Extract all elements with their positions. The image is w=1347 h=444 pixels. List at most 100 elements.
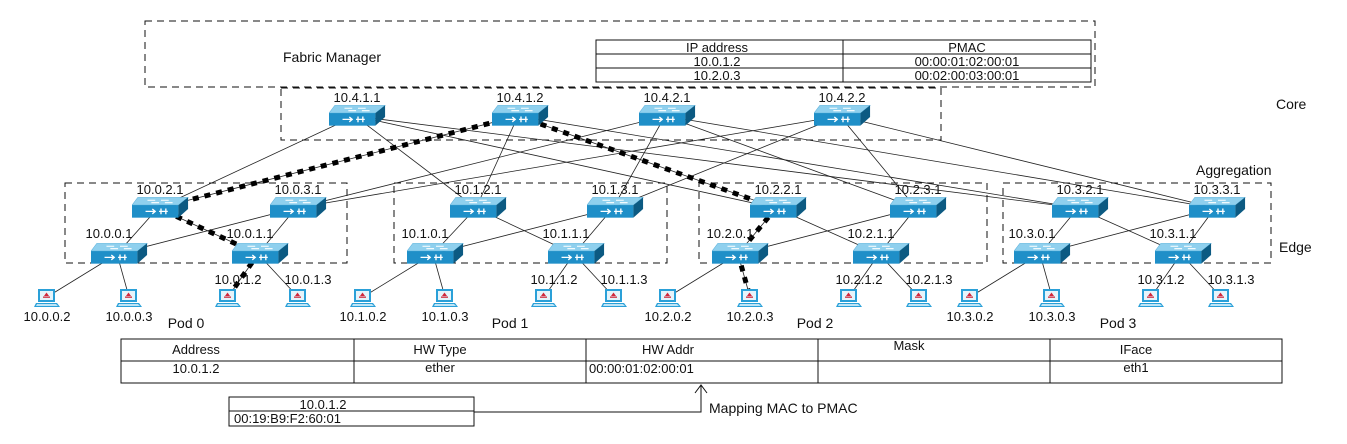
host-label: 10.1.0.2	[340, 309, 387, 324]
arp-cell: ether	[425, 360, 455, 375]
aggregation-switch-label: 10.2.3.1	[895, 182, 942, 197]
pod-2-box	[698, 182, 988, 264]
host-label: 10.3.0.2	[947, 309, 994, 324]
fabric-manager-title: Fabric Manager	[283, 49, 381, 65]
aggregation-switch-label: 10.3.2.1	[1057, 182, 1104, 197]
host-icon	[285, 289, 311, 307]
aggregation-switch-label: 10.1.2.1	[455, 182, 502, 197]
host-entry-mac: 00:19:B9:F2:60:01	[234, 411, 341, 426]
link-10.4.2.1-10.3.3.1	[664, 115, 1216, 209]
layer-label-core: Core	[1276, 96, 1307, 112]
aggregation-switch-label: 10.2.2.1	[755, 182, 802, 197]
fabric-manager-box	[144, 20, 1096, 88]
host-label: 10.3.1.3	[1208, 272, 1255, 287]
pmac-cell: 10.0.1.2	[694, 54, 741, 69]
host-entry-box: 10.0.1.2 00:19:B9:F2:60:01	[228, 396, 475, 427]
arp-table: Address HW Type HW Addr Mask IFace 10.0.…	[120, 338, 1283, 384]
core-switch-label: 10.4.2.1	[644, 90, 691, 105]
aggregation-switch-icon	[750, 197, 807, 219]
host-label: 10.0.1.2	[215, 272, 262, 287]
core-switch-icon	[639, 105, 696, 127]
pod-label: Pod 1	[492, 315, 529, 331]
host-icon	[116, 289, 142, 307]
host-label: 10.1.1.3	[601, 272, 648, 287]
link-10.4.2.1-10.2.3.1	[664, 115, 917, 209]
edge-switch-icon	[712, 243, 769, 265]
core-switch-icon	[329, 105, 386, 127]
host-label: 10.1.1.2	[531, 272, 578, 287]
arp-cell: 10.0.1.2	[173, 361, 220, 376]
edge-switch-label: 10.1.0.1	[402, 226, 449, 241]
link-10.4.2.1-10.0.3.1	[295, 115, 666, 209]
link-10.4.1.1-10.2.2.1	[354, 115, 777, 209]
edge-switch-label: 10.0.1.1	[227, 226, 274, 241]
arp-cell: eth1	[1123, 360, 1148, 375]
arp-header-mask: Mask	[893, 338, 925, 353]
host-icon	[836, 289, 862, 307]
link-10.4.2.2-10.1.3.1	[612, 115, 841, 209]
host-icon	[215, 289, 241, 307]
edge-switch-icon	[548, 243, 605, 265]
edge-switch-icon	[1155, 243, 1212, 265]
core-switch-label: 10.4.2.2	[819, 90, 866, 105]
link-10.4.1.2-10.3.2.1	[517, 115, 1079, 209]
aggregation-switch-label: 10.3.3.1	[1194, 182, 1241, 197]
edge-switch-icon	[1014, 243, 1071, 265]
host-icon	[1039, 289, 1065, 307]
host-label: 10.0.0.2	[24, 309, 71, 324]
pmac-cell: 00:02:00:03:00:01	[915, 68, 1020, 83]
pod-label: Pod 3	[1100, 315, 1137, 331]
edge-switch-icon	[232, 243, 289, 265]
pmac-table: IP address PMAC 10.0.1.2 00:00:01:02:00:…	[595, 39, 1092, 83]
path-segment	[225, 252, 261, 299]
pmac-cell: 10.2.0.3	[694, 68, 741, 83]
mapping-arrow	[474, 384, 708, 413]
path-segment	[517, 113, 777, 211]
pod-0-box	[64, 182, 348, 264]
host-icon	[1138, 289, 1164, 307]
aggregation-switch-icon	[270, 197, 327, 219]
link-10.4.1.1-10.3.2.1	[354, 115, 1079, 209]
aggregation-switch-icon	[450, 197, 507, 219]
core-switch-icon	[814, 105, 871, 127]
edge-switch-label: 10.1.1.1	[543, 226, 590, 241]
host-label: 10.0.1.3	[285, 272, 332, 287]
host-label: 10.1.0.3	[422, 309, 469, 324]
host-icon	[432, 289, 458, 307]
edge-switch-label: 10.2.1.1	[848, 226, 895, 241]
arp-header-hwtype: HW Type	[413, 342, 466, 357]
host-label: 10.2.0.3	[727, 309, 774, 324]
layer-label-aggregation: Aggregation	[1196, 162, 1272, 178]
host-label: 10.0.0.3	[106, 309, 153, 324]
edge-switch-icon	[91, 243, 148, 265]
link-10.4.1.2-10.1.2.1	[475, 115, 519, 209]
host-label: 10.3.1.2	[1138, 272, 1185, 287]
layer-label-edge: Edge	[1279, 239, 1312, 255]
core-switch-icon	[492, 105, 549, 127]
host-entry-ip: 10.0.1.2	[300, 397, 347, 412]
host-label: 10.2.0.2	[645, 309, 692, 324]
link-10.4.1.1-10.1.2.1	[354, 115, 477, 209]
aggregation-switch-label: 10.0.2.1	[137, 182, 184, 197]
arp-cell: 00:00:01:02:00:01	[589, 361, 694, 376]
aggregation-switch-icon	[1052, 197, 1109, 219]
host-label: 10.2.1.2	[836, 272, 883, 287]
edge-switch-label: 10.2.0.1	[707, 226, 754, 241]
aggregation-switch-icon	[132, 197, 189, 219]
host-icon	[906, 289, 932, 307]
edge-switch-label: 10.3.0.1	[1009, 226, 1056, 241]
host-label: 10.2.1.3	[906, 272, 953, 287]
host-label: 10.3.0.3	[1029, 309, 1076, 324]
link-10.4.2.2-10.3.3.1	[839, 115, 1216, 209]
pmac-header-ip: IP address	[686, 40, 748, 55]
host-icon	[1208, 289, 1234, 307]
host-icon	[531, 289, 557, 307]
edge-switch-label: 10.3.1.1	[1150, 226, 1197, 241]
edge-switch-icon	[407, 243, 464, 265]
pod-1-box	[393, 182, 668, 264]
host-icon	[601, 289, 627, 307]
aggregation-switch-icon	[587, 197, 644, 219]
link-10.4.2.1-10.1.3.1	[612, 115, 666, 209]
